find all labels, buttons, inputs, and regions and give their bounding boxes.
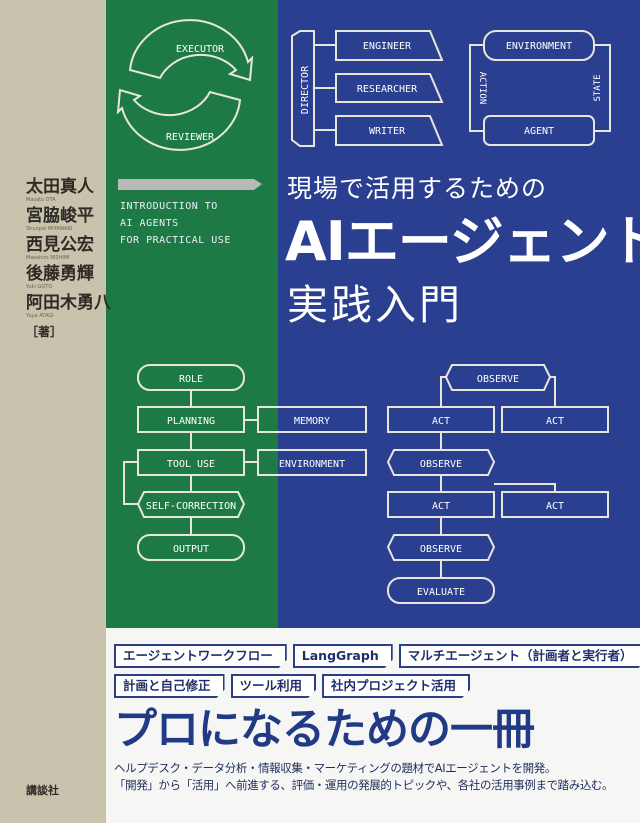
author-role: ［著］ <box>26 325 63 339</box>
team-member-1: ENGINEER <box>363 41 412 52</box>
react-node-6: ACT <box>546 501 564 512</box>
tag: 社内プロジェクト活用 <box>322 674 470 698</box>
pipeline-diagram: ROLE PLANNING TOOL USE SELF-CORRECTION O… <box>123 364 367 561</box>
react-node-7: OBSERVE <box>420 544 462 555</box>
pipeline-step-4: SELF-CORRECTION <box>146 501 236 512</box>
pipeline-step-2: PLANNING <box>167 416 215 427</box>
pipeline-memory: MEMORY <box>294 416 330 427</box>
english-subtitle: INTRODUCTION TO AI AGENTS FOR PRACTICAL … <box>120 198 231 249</box>
agent-loop-diagram: ENVIRONMENT AGENT ACTION STATE <box>469 30 611 146</box>
author-name: 西見公宏 <box>26 235 94 255</box>
blue-panel <box>278 0 640 628</box>
react-node-2: ACT <box>432 416 450 427</box>
spine-strip <box>0 0 106 823</box>
author-name: 宮脇峻平 <box>26 206 94 226</box>
english-subtitle-line: FOR PRACTICAL USE <box>120 235 231 246</box>
pipeline-step-5: OUTPUT <box>173 544 209 555</box>
author-name: 阿田木勇八 <box>26 293 111 313</box>
tag: マルチエージェント（計画者と実行者） <box>399 644 640 668</box>
tag: ツール利用 <box>231 674 317 698</box>
description-line: 「開発」から「活用」へ前進する、評価・運用の発展的トピックや、各社の活用事例まで… <box>114 778 614 792</box>
react-node-3: ACT <box>546 416 564 427</box>
team-diagram: DIRECTOR ENGINEER RESEARCHER WRITER <box>291 30 444 147</box>
english-subtitle-line: INTRODUCTION TO <box>120 201 218 212</box>
pipeline-step-3: TOOL USE <box>167 459 215 470</box>
react-node-1: OBSERVE <box>477 374 519 385</box>
react-node-5: ACT <box>432 501 450 512</box>
author-romaji: Yuki GOTO <box>26 284 53 290</box>
publisher: 講談社 <box>26 784 59 797</box>
author-romaji: Masahiro NISHIMI <box>26 255 70 261</box>
react-node-4: OBSERVE <box>420 459 462 470</box>
pipeline-environment: ENVIRONMENT <box>279 459 345 470</box>
loop-left: ACTION <box>477 72 487 105</box>
cover-diagrams: EXECUTOR REVIEWER DIRECTOR ENGINEER RESE… <box>116 19 611 604</box>
title-sub: 実践入門 <box>287 281 463 329</box>
tag: 計画と自己修正 <box>114 674 225 698</box>
author-romaji: Yuya ATAGI <box>26 313 54 319</box>
react-diagram: OBSERVE ACT ACT OBSERVE ACT ACT OBSERVE … <box>386 364 609 604</box>
cycle-top-label: EXECUTOR <box>176 44 225 55</box>
director-label: DIRECTOR <box>300 65 311 114</box>
tag-list: エージェントワークフロー LangGraph マルチエージェント（計画者と実行者… <box>114 644 634 704</box>
team-member-3: WRITER <box>369 126 406 137</box>
loop-top: ENVIRONMENT <box>506 41 572 52</box>
title-lead: 現場で活用するための <box>287 174 548 203</box>
react-node-8: EVALUATE <box>417 587 465 598</box>
tagline: プロになるための一冊 <box>114 705 535 755</box>
loop-bottom: AGENT <box>524 126 554 137</box>
author-name: 後藤勇輝 <box>26 264 94 284</box>
author-romaji: Masato OTA <box>26 197 56 203</box>
pipeline-step-1: ROLE <box>179 374 203 385</box>
cycle-bottom-label: REVIEWER <box>166 132 215 143</box>
team-member-2: RESEARCHER <box>357 84 418 95</box>
english-subtitle-line: AI AGENTS <box>120 218 179 229</box>
description-line: ヘルプデスク・データ分析・情報収集・マーケティングの題材でAIエージェントを開発… <box>114 761 556 775</box>
tag: LangGraph <box>293 644 393 668</box>
cycle-diagram: EXECUTOR REVIEWER <box>116 19 254 151</box>
arrow-bar <box>118 179 262 190</box>
tag: エージェントワークフロー <box>114 644 287 668</box>
book-title: AIエージェント <box>285 210 640 273</box>
loop-right: STATE <box>593 74 603 101</box>
author-name: 太田真人 <box>26 177 94 197</box>
description: ヘルプデスク・データ分析・情報収集・マーケティングの題材でAIエージェントを開発… <box>114 760 636 794</box>
author-romaji: Shunpei MIYAWAKI <box>26 226 73 232</box>
